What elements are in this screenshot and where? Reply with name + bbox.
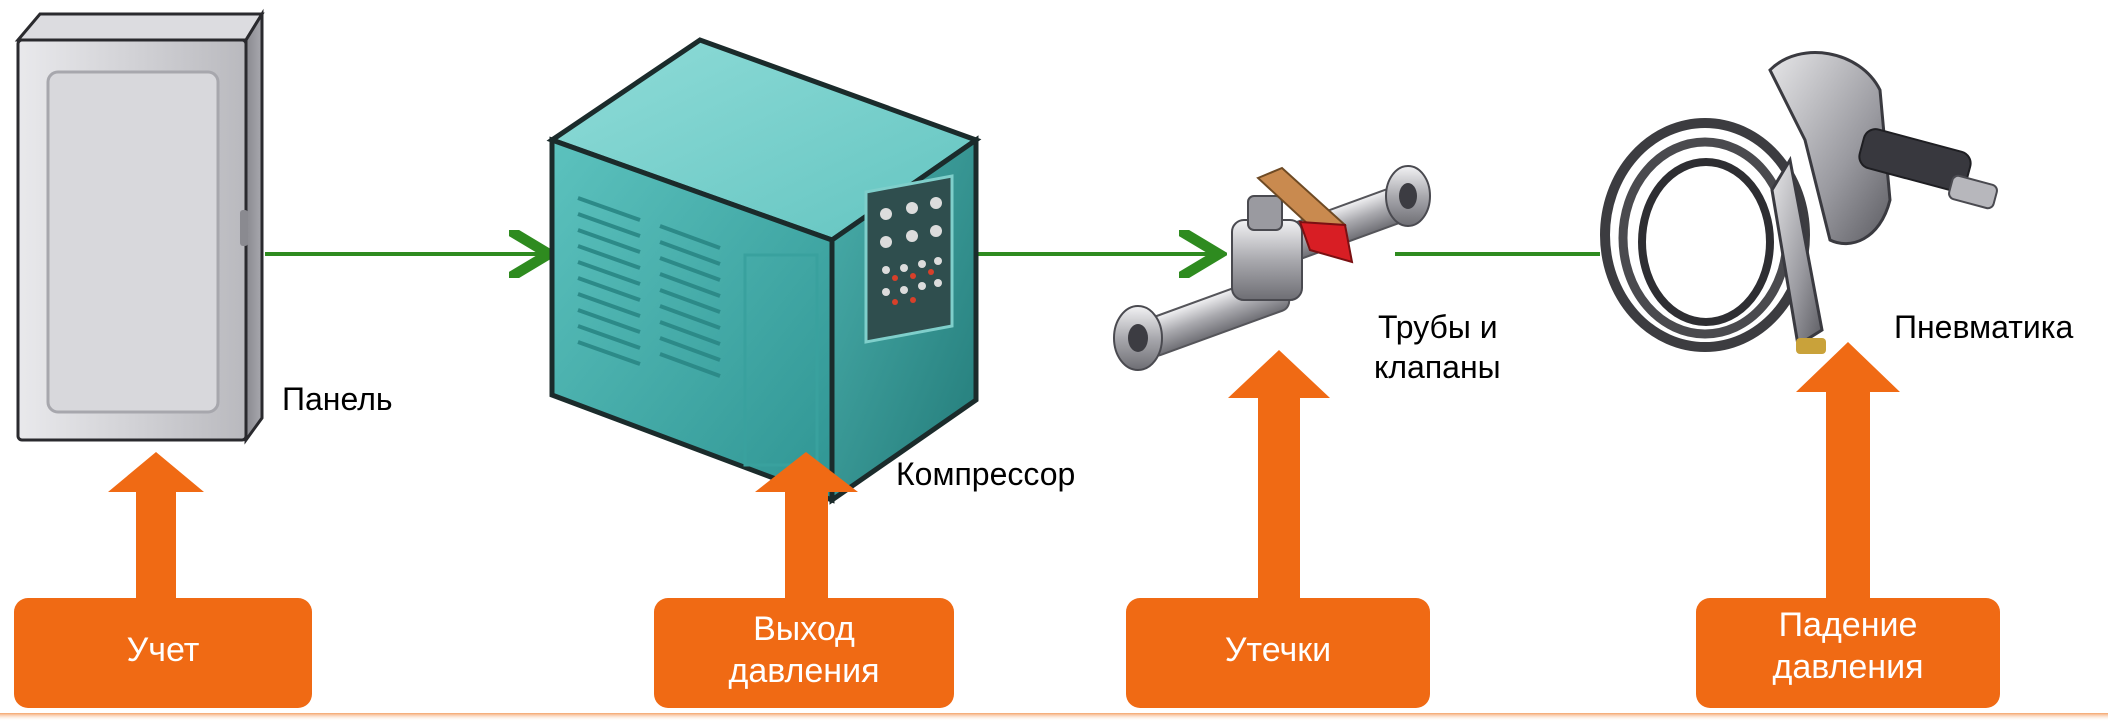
panel-label: Панель xyxy=(282,381,393,417)
pipes-valve-icon xyxy=(1113,165,1431,371)
factor-label-1: Учет xyxy=(126,631,200,669)
factor-arrow-1 xyxy=(108,452,204,600)
pipes-label-line1: Трубы и xyxy=(1378,309,1498,345)
compressor-icon xyxy=(546,37,982,505)
factor-arrow-4 xyxy=(1796,342,1900,600)
factor-label-2: Выход давления xyxy=(728,610,880,690)
factor-box-2 xyxy=(654,598,954,708)
factor-box-3 xyxy=(1126,598,1430,708)
factor-label-3: Утечки xyxy=(1224,631,1332,669)
pneumatics-label: Пневматика xyxy=(1894,309,2074,345)
panel-cabinet-icon xyxy=(14,8,265,445)
pipes-label-line2: клапаны xyxy=(1374,349,1501,385)
factor-label-4: Падение давления xyxy=(1772,606,1924,686)
factor-arrow-2 xyxy=(755,452,858,600)
factor-arrow-3 xyxy=(1228,350,1330,600)
floor-line xyxy=(0,713,2108,721)
pneumatic-tool-icon xyxy=(1600,51,1998,354)
compressor-label: Компрессор xyxy=(896,456,1076,492)
factor-box-1 xyxy=(14,598,312,708)
factor-box-4 xyxy=(1696,598,2000,708)
factor-arrows xyxy=(14,342,2000,708)
